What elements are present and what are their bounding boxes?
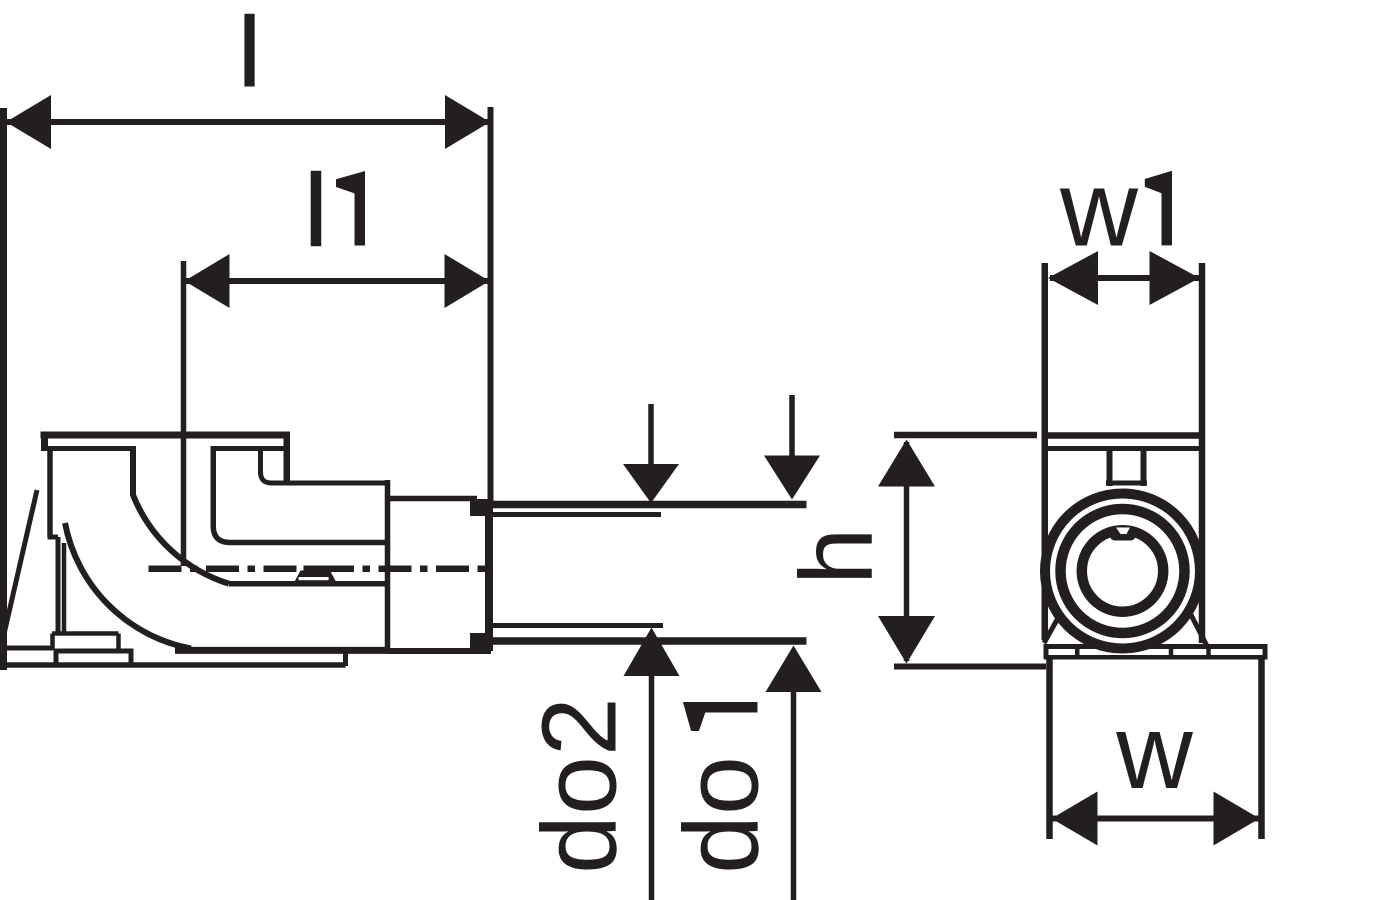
- svg-text:w: w: [1059, 148, 1139, 269]
- svg-text:w: w: [1115, 693, 1193, 811]
- svg-text:do2: do2: [521, 697, 639, 874]
- svg-text:l: l: [239, 0, 261, 107]
- svg-text:l: l: [305, 154, 328, 268]
- svg-text:h: h: [779, 528, 894, 585]
- svg-text:do: do: [663, 756, 781, 874]
